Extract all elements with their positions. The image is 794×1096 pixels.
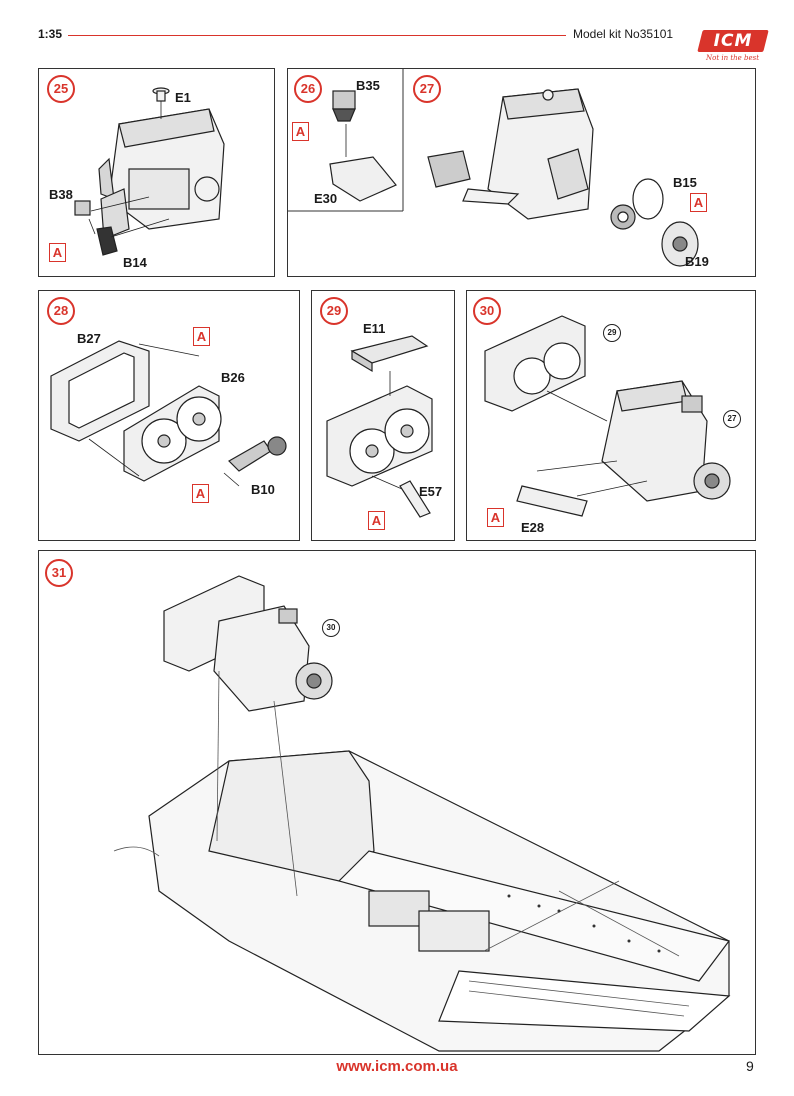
fan-cover-drawing xyxy=(326,335,433,518)
hull-installation-drawing xyxy=(113,575,731,1052)
assembly-marker-a: A xyxy=(49,243,66,262)
part-label-b27: B27 xyxy=(77,331,101,346)
part-label-e11: E11 xyxy=(363,321,386,336)
step-number: 31 xyxy=(45,559,73,587)
reference-step-29: 29 xyxy=(603,324,621,342)
assembly-marker-a: A xyxy=(690,193,707,212)
part-label-e28: E28 xyxy=(521,520,545,535)
step-number: 30 xyxy=(473,297,501,325)
icm-logo: ICM Not in the best xyxy=(697,28,769,66)
part-label-b26: B26 xyxy=(221,370,245,385)
kit-number: Model kit No35101 xyxy=(573,27,674,41)
reference-step-27: 27 xyxy=(723,410,741,428)
assembly-marker-a: A xyxy=(368,511,385,530)
engine-block-drawing xyxy=(74,87,225,256)
step-29-panel: 29 E11 E57 A xyxy=(311,290,455,541)
page-number: 9 xyxy=(746,1058,754,1074)
step-number: 29 xyxy=(320,297,348,325)
step-25-panel: 25 E1 B38 A B14 xyxy=(38,68,275,277)
part-label-e57: E57 xyxy=(419,484,443,499)
step-number: 26 xyxy=(294,75,322,103)
step-number: 25 xyxy=(47,75,75,103)
website-link[interactable]: www.icm.com.ua xyxy=(336,1058,458,1075)
header-divider xyxy=(68,35,566,36)
fan-housing-drawing xyxy=(50,340,287,487)
step-26-27-panel: 26 B35 A E30 27 B15 A B19 xyxy=(287,68,756,277)
engine-assembly-drawing xyxy=(288,69,699,267)
step-30-panel: 30 29 27 A E28 xyxy=(466,290,756,541)
part-label-e30: E30 xyxy=(314,191,338,206)
part-label-b15: B15 xyxy=(673,175,697,190)
assembly-marker-a: A xyxy=(292,122,309,141)
part-label-b38: B38 xyxy=(49,187,73,202)
part-label-b10: B10 xyxy=(251,482,275,497)
logo-text: ICM xyxy=(713,31,753,51)
part-label-b35: B35 xyxy=(356,78,380,93)
engine-fan-assembly-drawing xyxy=(484,315,731,517)
step-31-panel: 31 30 xyxy=(38,550,756,1055)
part-label-b19: B19 xyxy=(685,254,709,269)
reference-step-30: 30 xyxy=(322,619,340,637)
step-number: 27 xyxy=(413,75,441,103)
part-label-e1: E1 xyxy=(175,90,191,105)
scale-label: 1:35 xyxy=(38,27,63,41)
logo-tagline: Not in the best xyxy=(706,54,760,62)
assembly-marker-a: A xyxy=(193,327,210,346)
part-label-b14: B14 xyxy=(123,255,147,270)
assembly-marker-a: A xyxy=(192,484,209,503)
step-number: 28 xyxy=(47,297,75,325)
assembly-marker-a: A xyxy=(487,508,504,527)
step-28-panel: 28 B27 A B26 A B10 xyxy=(38,290,300,541)
